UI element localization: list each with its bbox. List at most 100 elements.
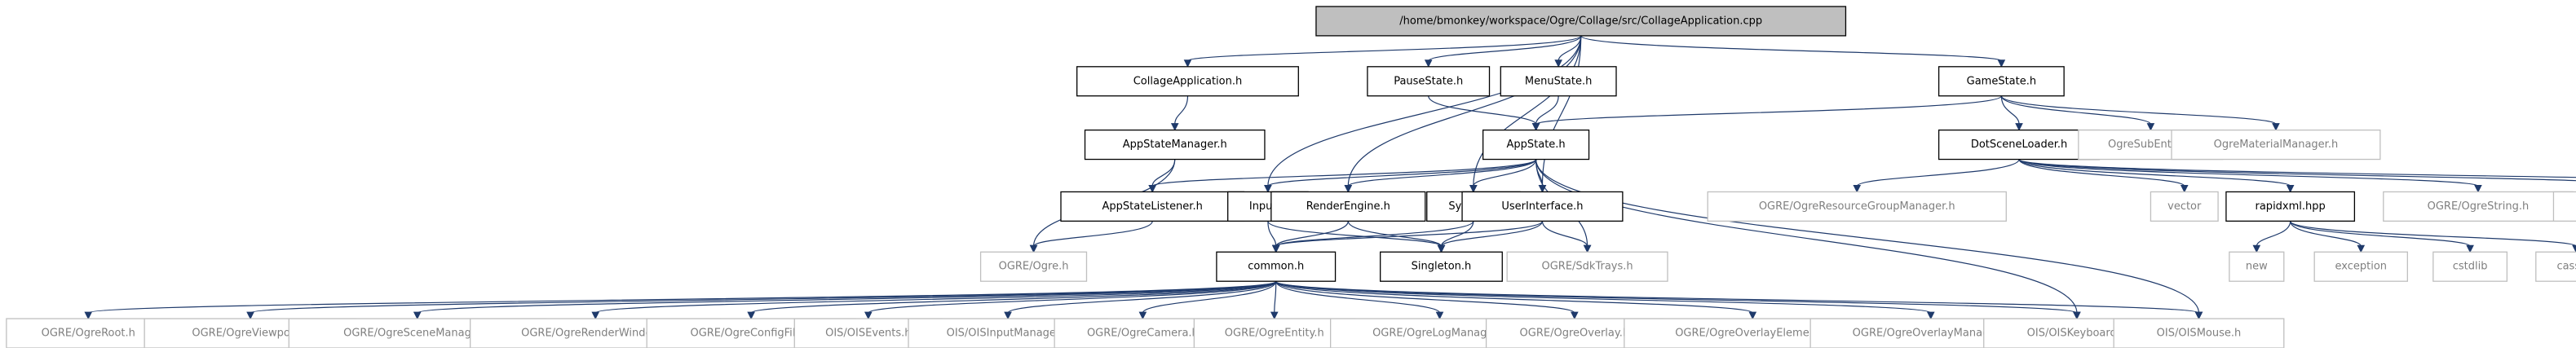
edge-line (1267, 35, 1582, 187)
node-box (2171, 129, 2381, 161)
node-appstate[interactable]: AppState.h (1482, 129, 1590, 161)
node-label: OGRE/OgreOverlayElement.h (1675, 328, 1830, 340)
node-box (1076, 66, 1299, 97)
node-label: PauseState.h (1394, 75, 1463, 87)
node-box (2432, 251, 2508, 282)
edge-line (1275, 280, 1932, 314)
edge-arrowhead (1170, 123, 1179, 131)
node-box (2225, 191, 2356, 222)
edge-line (1473, 35, 1582, 187)
node-label: cstdlib (2453, 261, 2488, 273)
node-renderengine[interactable]: RenderEngine.h (1270, 191, 1426, 222)
node-label: AppState.h (1506, 139, 1565, 151)
node-gamestate[interactable]: GameState.h (1938, 66, 2065, 97)
edge-line (250, 280, 1277, 314)
edge-dotscene-to-resgroupmgr (1853, 159, 2020, 193)
node-appstatemgr[interactable]: AppStateManager.h (1084, 129, 1266, 161)
edge-line (1275, 280, 2078, 314)
node-menustate[interactable]: MenuState.h (1500, 66, 1617, 97)
edge-arrowhead (1148, 184, 1156, 193)
edge-line (1186, 35, 1582, 62)
node-singleton[interactable]: Singleton.h (1380, 251, 1503, 282)
node-label: rapidxml.hpp (2256, 200, 2326, 213)
edge-gamestate-to-appstate (1531, 95, 2002, 131)
node-sdktrays: OGRE/SdkTrays.h (1506, 251, 1668, 282)
node-rapidxml[interactable]: rapidxml.hpp (2225, 191, 2356, 222)
edge-arrowhead (1029, 244, 1038, 253)
node-dotscene[interactable]: DotSceneLoader.h (1938, 129, 2101, 161)
edge-common-to-ogrelogmgr (1275, 280, 1444, 320)
edge-common-to-ogreconfig (747, 280, 1277, 320)
node-label: OGRE/OgreEntity.h (1225, 328, 1324, 340)
node-label: OgreMaterialManager.h (2214, 139, 2339, 151)
edge-arrowhead (1435, 311, 1444, 320)
edge-arrowhead (2146, 123, 2155, 131)
edge-common-to-ogrerenderwin (591, 280, 1277, 320)
edge-gamestate-to-subentity (2000, 95, 2155, 131)
node-label: /home/bmonkey/workspace/Ogre/Collage/src… (1399, 15, 1762, 27)
node-label: OGRE/OgreViewport.h (192, 328, 308, 340)
edge-root-to-collageapp (1183, 35, 1582, 68)
edge-line (1535, 95, 1559, 125)
edge-line (1275, 220, 1544, 247)
edge-userinterface-to-common (1271, 220, 1544, 253)
node-label: OGRE/OgreLogManager.h (1372, 328, 1507, 340)
node-label: DotSceneLoader.h (1971, 139, 2067, 151)
node-label: Singleton.h (1412, 261, 1472, 273)
node-collageapp[interactable]: CollageApplication.h (1076, 66, 1299, 97)
edge-arrowhead (2015, 123, 2023, 131)
node-userinterface[interactable]: UserInterface.h (1461, 191, 1624, 222)
node-label: cassert (2556, 261, 2576, 273)
edge-appstate-to-oiskeyboard (1535, 159, 2081, 320)
edge-line (1275, 280, 2200, 314)
node-ogrestring: OGRE/OgreString.h (2383, 191, 2574, 222)
node-materialmgr: OgreMaterialManager.h (2171, 129, 2381, 161)
node-label: OIS/OISInputManager.h (947, 328, 1070, 340)
edge-arrowhead (2194, 311, 2203, 320)
node-ogreh: OGRE/Ogre.h (979, 251, 1088, 282)
edge-arrowhead (1853, 184, 1862, 193)
node-box (2150, 191, 2219, 222)
edge-common-to-ogrecamera (1138, 280, 1277, 320)
node-box (2535, 251, 2576, 282)
node-cstdlib: cstdlib (2432, 251, 2508, 282)
node-label: OGRE/OgreCamera.h (1087, 328, 1199, 340)
node-pausestate[interactable]: PauseState.h (1367, 66, 1491, 97)
edge-arrowhead (1583, 244, 1592, 253)
edge-arrowhead (1538, 184, 1547, 193)
edge-line (1541, 35, 1582, 187)
edge-line (1440, 221, 1474, 247)
edge-line (1428, 35, 1582, 62)
edge-line (868, 280, 1277, 314)
edge-line (1267, 221, 1277, 247)
edge-line (1535, 159, 2200, 314)
node-common[interactable]: common.h (1216, 251, 1337, 282)
edge-line (2018, 159, 2576, 178)
edge-arrowhead (1424, 59, 1433, 68)
node-box (2229, 251, 2285, 282)
edge-common-to-ogrescenemgr (413, 280, 1277, 320)
node-label: OIS/OISKeyboard.h (2027, 328, 2128, 340)
edge-arrowhead (246, 311, 254, 320)
node-ogrevector3: OGRE/OgreVector3.h (2552, 191, 2576, 222)
node-appstatelistener[interactable]: AppStateListener.h (1060, 191, 1245, 222)
node-vector: vector (2150, 191, 2219, 222)
edge-line (2000, 95, 2277, 125)
edge-line (1428, 95, 1537, 125)
edge-line (1275, 220, 1474, 247)
edge-common-to-ogreviewport (246, 280, 1277, 320)
edge-arrowhead (591, 311, 600, 320)
edge-line (1535, 159, 2078, 314)
edge-arrowhead (1926, 311, 1935, 320)
node-label: OGRE/Ogre.h (999, 261, 1069, 273)
edge-line (2018, 159, 2479, 187)
edge-line (1142, 280, 1277, 314)
edge-arrowhead (1469, 184, 1478, 193)
edge-common-to-oismouse (1275, 280, 2203, 320)
edge-userinterface-to-singleton (1437, 221, 1544, 253)
edge-line (1275, 221, 1349, 247)
edge-common-to-ogreoverlay (1275, 280, 1579, 320)
edge-arrowhead (413, 311, 422, 320)
edge-arrowhead (1264, 184, 1272, 193)
edge-dotscene-to-ogrestring (2018, 159, 2482, 193)
